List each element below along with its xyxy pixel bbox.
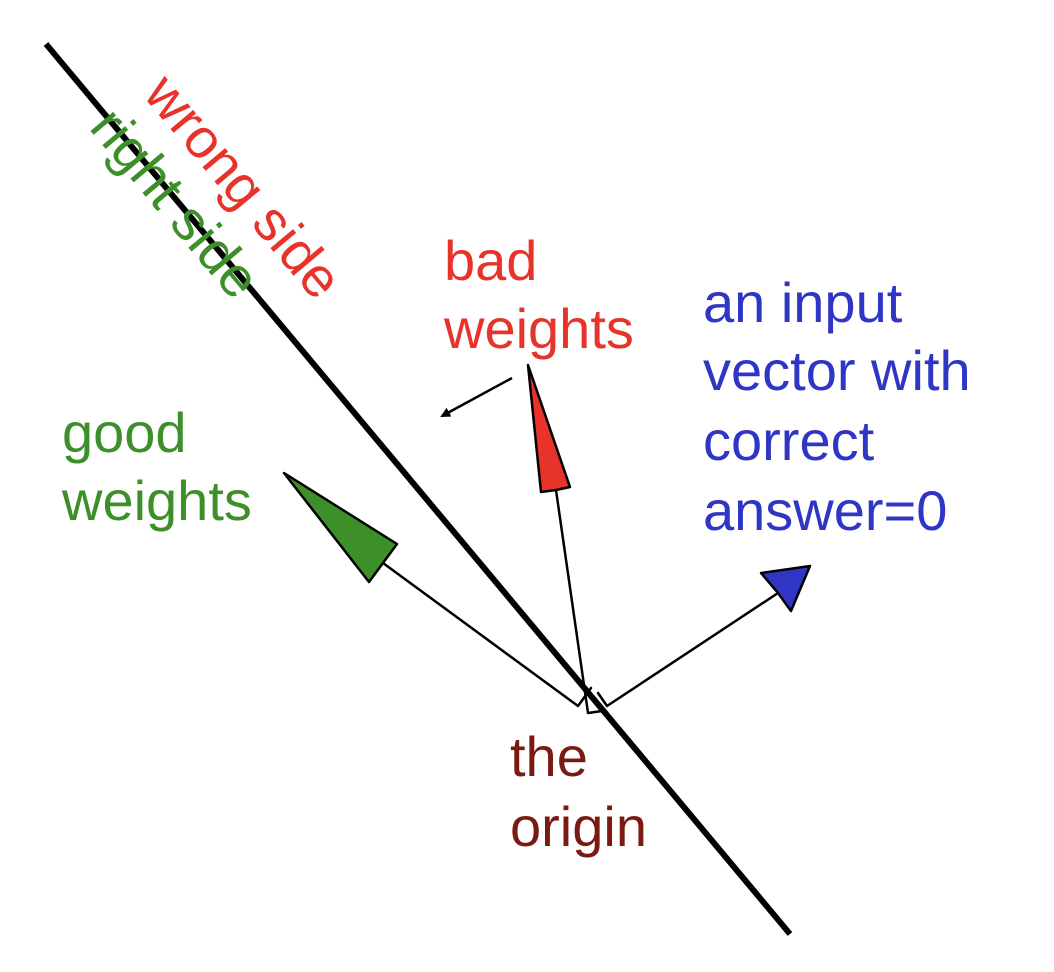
adjustment-direction-arrow — [440, 376, 513, 418]
bad-weights-label-line2: weights — [443, 297, 634, 360]
good-weights-label-line2: weights — [61, 469, 252, 532]
good-weights-arrow — [282, 471, 593, 708]
origin-label-line1: the — [510, 725, 588, 788]
input-vector-arrow — [596, 564, 812, 708]
input-vector-label-line3: correct — [703, 409, 875, 472]
decision-boundary-line — [43, 42, 793, 936]
input-vector-label-line2: vector with — [703, 339, 971, 402]
origin-label-line2: origin — [510, 795, 647, 858]
good-weights-label-line1: good — [62, 401, 187, 464]
input-vector-label-line4: answer=0 — [703, 479, 947, 542]
bad-weights-arrow — [526, 363, 604, 715]
input-vector-label-line1: an input — [703, 271, 903, 334]
bad-weights-label-line1: bad — [444, 229, 537, 292]
